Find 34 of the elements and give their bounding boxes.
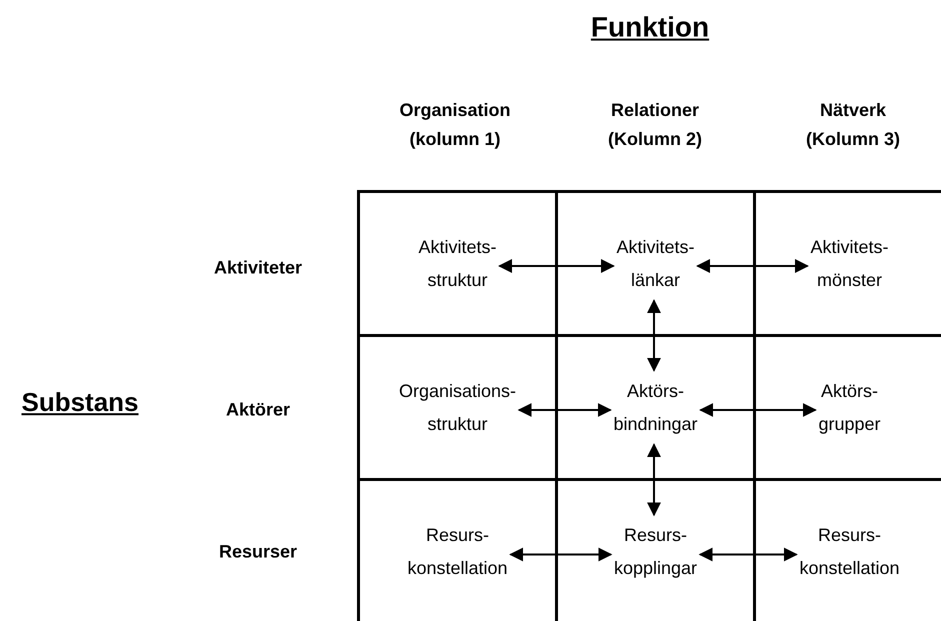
column-header: Organisation (kolumn 1) xyxy=(398,99,512,151)
cell-text: Resurs- kopplingar xyxy=(614,524,698,580)
double-arrow xyxy=(647,299,661,372)
double-arrow xyxy=(696,259,809,273)
double-arrow xyxy=(699,403,817,417)
grid-cell xyxy=(753,478,941,621)
cell-text: Aktivitets- struktur xyxy=(418,236,496,292)
grid-cell xyxy=(357,478,555,621)
grid-cell xyxy=(555,334,753,478)
cell-text: Aktörs- bindningar xyxy=(613,380,698,436)
cell-text: Organisations- struktur xyxy=(398,380,516,436)
grid-cell xyxy=(357,190,555,334)
grid-cell xyxy=(753,334,941,478)
double-arrow xyxy=(509,548,612,562)
cell-text: Aktörs- grupper xyxy=(818,380,881,436)
row-header: Resurser xyxy=(218,540,298,564)
cell-text: Aktivitets- mönster xyxy=(810,236,888,292)
column-header: Relationer (Kolumn 2) xyxy=(607,99,703,151)
column-header: Nätverk (Kolumn 3) xyxy=(805,99,901,151)
double-arrow xyxy=(518,403,612,417)
axis-heading: Substans xyxy=(21,386,139,420)
grid-cell xyxy=(753,190,941,334)
axis-heading: Funktion xyxy=(590,10,710,45)
row-header: Aktörer xyxy=(226,398,290,422)
grid-cell xyxy=(555,478,753,621)
cell-text: Resurs- konstellation xyxy=(799,524,900,580)
double-arrow xyxy=(498,259,615,273)
double-arrow xyxy=(698,548,798,562)
double-arrow xyxy=(647,443,661,516)
cell-text: Aktivitets- länkar xyxy=(616,236,694,292)
cell-text: Resurs- konstellation xyxy=(407,524,508,580)
grid-cell xyxy=(357,334,555,478)
row-header: Aktiviteter xyxy=(214,256,302,280)
grid-cell xyxy=(555,190,753,334)
